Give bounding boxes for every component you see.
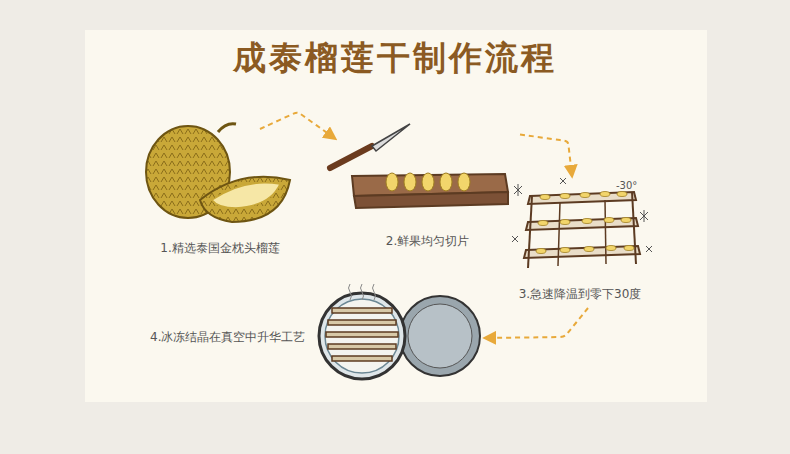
step-caption: 2.鲜果均匀切片 xyxy=(384,233,471,251)
process-step: 2.鲜果均匀切片 xyxy=(335,118,520,255)
temperature-label: -30° xyxy=(616,180,637,191)
flow-arrow xyxy=(260,113,335,139)
flow-arrow xyxy=(520,134,572,176)
freezer-rack-illustration xyxy=(512,178,652,268)
process-step: 1.精选泰国金枕头榴莲 xyxy=(140,122,300,262)
diagram-title: 成泰榴莲干制作流程 xyxy=(233,36,557,81)
process-step: 3.急速降温到零下30度 xyxy=(500,176,660,308)
knife-board-illustration xyxy=(330,124,508,208)
vacuum-chamber-illustration xyxy=(319,284,480,379)
durian-illustration xyxy=(146,124,290,222)
process-step: 4.冰冻结晶在真空中升华工艺 xyxy=(140,292,485,384)
flow-arrow xyxy=(485,308,588,338)
step-caption: 1.精选泰国金枕头榴莲 xyxy=(158,240,281,258)
step-caption: 4.冰冻结晶在真空中升华工艺 xyxy=(148,329,307,347)
step-caption: 3.急速降温到零下30度 xyxy=(517,286,644,304)
